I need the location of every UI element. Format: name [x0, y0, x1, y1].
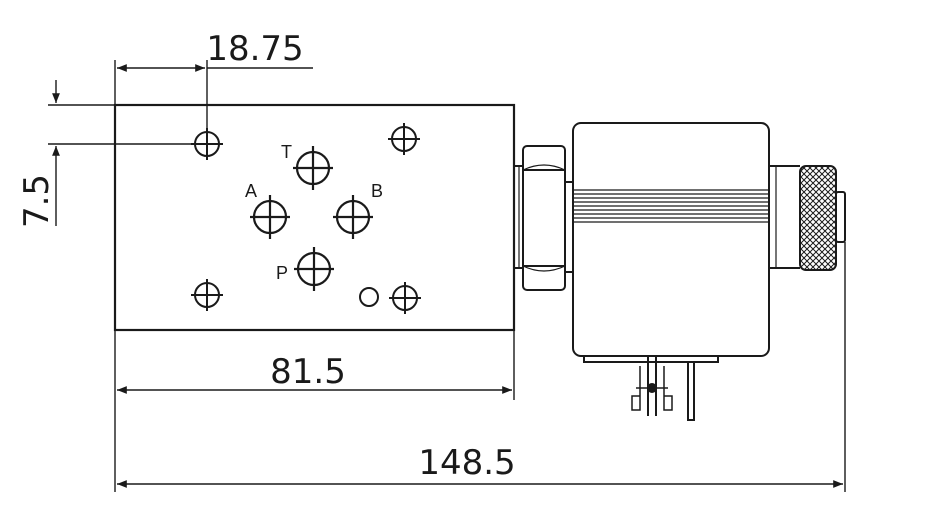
dimension-lines: [48, 60, 846, 492]
dim-7-5-label: 7.5: [17, 174, 57, 228]
ports: [250, 146, 373, 291]
mounting-hole-top-right: [388, 123, 420, 155]
port-p-symbol: [294, 247, 334, 291]
valve-body: [113, 103, 516, 332]
locating-pin-hole: [359, 287, 379, 307]
manual-override-knob: [769, 165, 846, 271]
port-t-label: T: [281, 142, 292, 162]
mounting-hole-bottom-right: [389, 282, 421, 314]
dim-148-5-label: 148.5: [418, 443, 515, 483]
port-p-label: P: [276, 263, 288, 283]
port-t-symbol: [293, 146, 333, 190]
dim-18-75-label: 18.75: [206, 29, 303, 69]
hex-nut: [522, 145, 566, 291]
valve-body-outline: [113, 103, 516, 332]
coil-housing: [572, 122, 770, 357]
mounting-hole-bottom-left: [191, 279, 223, 311]
port-a-symbol: [250, 195, 290, 239]
connector-pins: [583, 356, 719, 421]
mounting-holes: [191, 123, 421, 314]
port-b-symbol: [333, 195, 373, 239]
solenoid-assembly: [514, 122, 846, 421]
port-a-label: A: [245, 181, 257, 201]
dim-81-5-label: 81.5: [270, 352, 346, 392]
port-b-label: B: [371, 181, 383, 201]
